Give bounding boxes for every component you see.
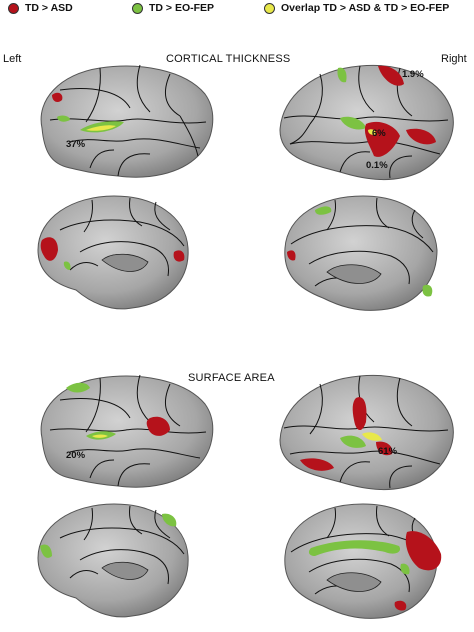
- sa-left-lateral-brain: 20%: [40, 374, 214, 488]
- legend-item-overlap: Overlap TD > ASD & TD > EO-FEP: [264, 2, 449, 14]
- ct-right-annotation-mid: 6%: [372, 128, 386, 139]
- legend-item-td-asd: TD > ASD: [8, 2, 73, 14]
- ct-right-lateral-brain: 1.9% 6% 0.1%: [279, 64, 454, 180]
- ct-right-annotation-top: 1.9%: [402, 69, 424, 80]
- legend-dot-td-asd: [8, 2, 19, 14]
- ct-left-lateral-brain: 37%: [40, 64, 214, 178]
- legend-dot-overlap: [264, 2, 275, 14]
- sa-right-medial-brain: [284, 503, 442, 619]
- ct-left-annotation: 37%: [66, 139, 86, 150]
- sa-left-medial-brain: [37, 503, 189, 618]
- legend-label: TD > EO-FEP: [149, 2, 215, 14]
- ct-right-annotation-low: 0.1%: [366, 160, 388, 171]
- legend-label: TD > ASD: [25, 2, 73, 14]
- ct-right-medial-brain: [284, 195, 438, 311]
- legend-label: Overlap TD > ASD & TD > EO-FEP: [281, 2, 450, 14]
- surface-area-title: SURFACE AREA: [188, 372, 275, 384]
- sa-left-annotation: 20%: [66, 450, 86, 461]
- sa-right-annotation: 61%: [378, 446, 398, 457]
- legend-dot-td-eofep: [132, 2, 143, 14]
- legend-item-td-eofep: TD > EO-FEP: [132, 2, 214, 14]
- ct-left-medial-brain: [37, 195, 189, 310]
- left-hemisphere-label: Left: [3, 53, 22, 65]
- right-hemisphere-label: Right: [441, 53, 467, 65]
- sa-right-lateral-brain: 61%: [279, 374, 454, 490]
- legend: TD > ASD TD > EO-FEP Overlap TD > ASD & …: [0, 2, 474, 18]
- cortical-thickness-title: CORTICAL THICKNESS: [166, 53, 291, 65]
